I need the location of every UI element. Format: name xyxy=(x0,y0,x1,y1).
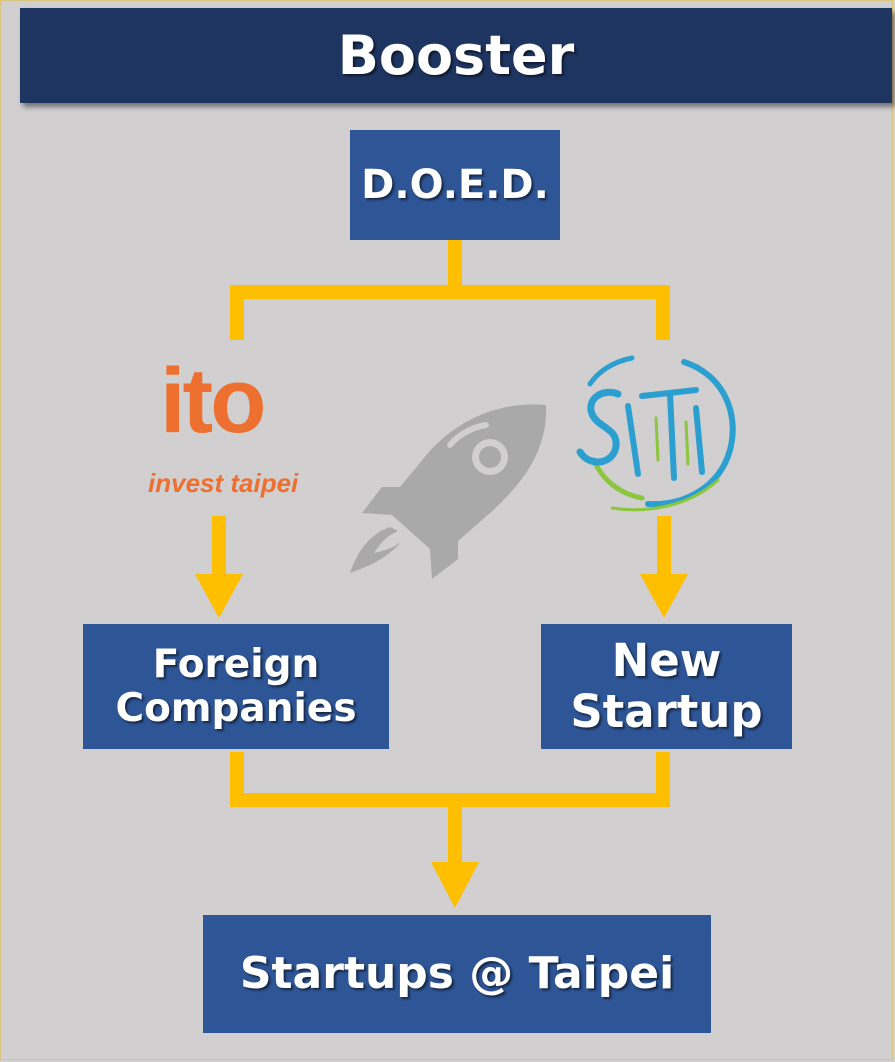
arrowhead-taipei xyxy=(431,862,479,908)
node-doed-label: D.O.E.D. xyxy=(361,161,549,208)
connector-branch xyxy=(230,285,670,340)
node-newstartup-line2: Startup xyxy=(570,684,763,738)
diagram-title: Booster xyxy=(20,8,892,103)
node-foreign-companies: Foreign Companies xyxy=(83,624,389,749)
ito-logo-tagline: invest taipei xyxy=(148,468,299,498)
node-foreign-line2: Companies xyxy=(115,685,357,731)
arrowhead-foreign xyxy=(195,574,243,618)
arrowhead-newstartup xyxy=(640,574,688,618)
connector-merge xyxy=(230,752,670,807)
node-newstartup-line1: New xyxy=(611,634,722,688)
ito-logo-word: ito xyxy=(160,350,266,452)
node-taipei-label: Startups @ Taipei xyxy=(239,948,675,1000)
node-new-startup: New Startup xyxy=(541,624,792,749)
node-startups-taipei: Startups @ Taipei xyxy=(203,915,711,1033)
node-doed: D.O.E.D. xyxy=(350,130,560,240)
ito-logo: ito invest taipei xyxy=(140,355,320,505)
siti-logo xyxy=(576,355,736,512)
rocket-icon xyxy=(350,404,547,579)
node-foreign-line1: Foreign xyxy=(152,641,320,687)
